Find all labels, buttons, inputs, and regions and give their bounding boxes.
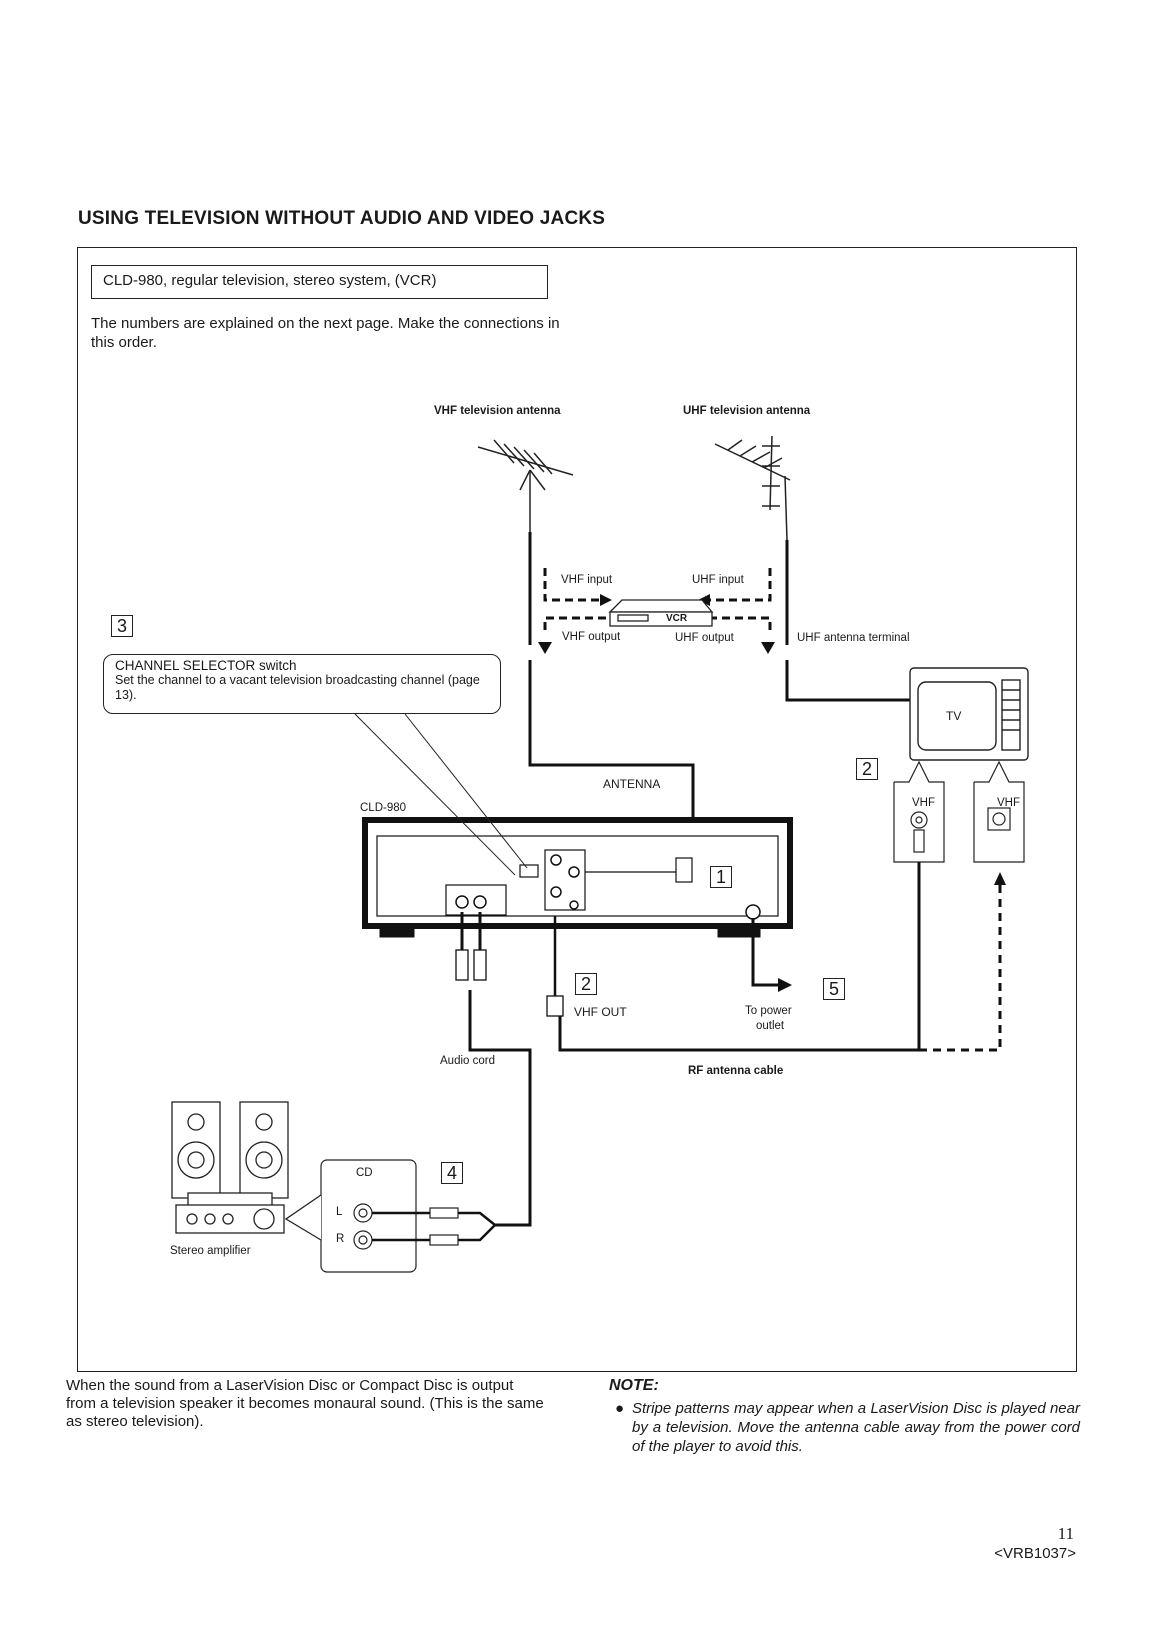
note-text: Stripe patterns may appear when a LaserV…: [632, 1400, 1080, 1455]
uhf-antenna-icon: [714, 435, 791, 541]
vhf-input-label: VHF input: [561, 574, 613, 586]
uhf-output-label: UHF output: [675, 632, 734, 644]
rf-cable-label: RF antenna cable: [688, 1065, 784, 1077]
step-4-marker: 4: [441, 1162, 463, 1184]
step-1-marker: 1: [710, 866, 732, 888]
to-power-label: To power: [745, 1005, 792, 1017]
amplifier-label: Stereo amplifier: [170, 1245, 251, 1257]
diagram-frame: [77, 247, 1077, 1372]
page-title: USING TELEVISION WITHOUT AUDIO AND VIDEO…: [78, 208, 606, 229]
player-rear-panel: [362, 817, 793, 938]
callout-text: Set the channel to a vacant television b…: [115, 673, 480, 702]
cd-label: CD: [356, 1167, 373, 1179]
note-bullet: ●: [615, 1400, 625, 1417]
configuration-box: CLD-980, regular television, stereo syst…: [91, 265, 548, 299]
document-id: <VRB1037>: [994, 1545, 1076, 1562]
speakers-icon: [171, 1101, 289, 1199]
vhf-antenna-label: VHF television antenna: [434, 405, 561, 417]
step-5-marker: 5: [823, 978, 845, 1000]
antenna-label: ANTENNA: [603, 777, 661, 791]
channel-selector-callout: CHANNEL SELECTOR switch Set the channel …: [103, 654, 501, 714]
step-3-marker: 3: [111, 615, 133, 637]
r-label: R: [336, 1233, 345, 1245]
tv-vhf-label-left: VHF: [912, 797, 935, 809]
monaural-note: When the sound from a LaserVision Disc o…: [66, 1377, 544, 1430]
vcr-icon: [608, 599, 714, 627]
uhf-input-label: UHF input: [692, 574, 744, 586]
note-item: ● Stripe patterns may appear when a Lase…: [615, 1399, 1080, 1456]
uhf-antenna-label: UHF television antenna: [683, 405, 811, 417]
tv-label: TV: [946, 709, 962, 723]
vcr-label: VCR: [666, 613, 688, 624]
uhf-terminal-label: UHF antenna terminal: [797, 632, 910, 644]
callout-title: CHANNEL SELECTOR switch: [115, 658, 297, 673]
audio-cord-label: Audio cord: [440, 1055, 495, 1067]
vhf-out-label: VHF OUT: [574, 1005, 627, 1019]
tv-vhf-label-right: VHF: [997, 797, 1020, 809]
vhf-antenna-icon: [477, 439, 574, 532]
step-2-marker-player: 2: [575, 973, 597, 995]
player-label: CLD-980: [360, 802, 407, 814]
page-number: 11: [1057, 1524, 1074, 1543]
outlet-label: outlet: [756, 1020, 785, 1032]
step-2-marker-tv: 2: [856, 758, 878, 780]
tv-icon: [909, 667, 1029, 761]
l-label: L: [336, 1206, 343, 1218]
vhf-output-label: VHF output: [562, 631, 621, 643]
intro-text: The numbers are explained on the next pa…: [91, 315, 560, 351]
amplifier-icon: [175, 1192, 322, 1241]
note-heading: NOTE:: [609, 1377, 659, 1394]
